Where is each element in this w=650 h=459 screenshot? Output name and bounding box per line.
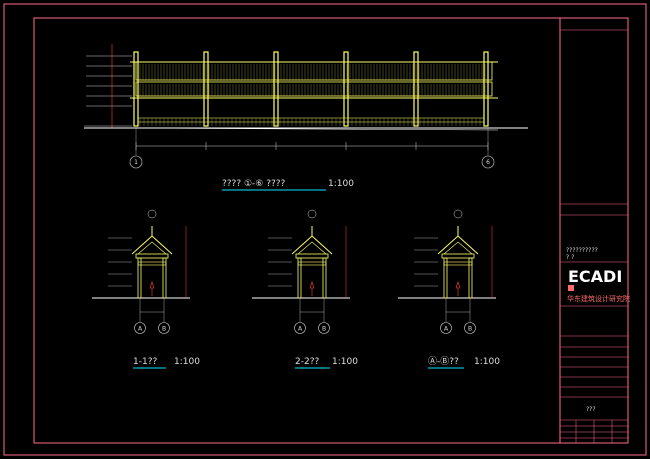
section-3-scale: 1:100 bbox=[474, 357, 500, 367]
section-2-axis-label-1: A bbox=[298, 326, 303, 333]
section-3-axis-label-1: A bbox=[444, 326, 449, 333]
section-1-scale: 1:100 bbox=[174, 357, 200, 367]
drawing-frame bbox=[33, 17, 629, 444]
section-2-axis-bubble-2 bbox=[318, 322, 330, 334]
axis-bubble-1 bbox=[129, 155, 143, 169]
sheet-name: ??? bbox=[586, 406, 596, 413]
section-1-title: 1-1?? bbox=[133, 357, 157, 367]
approval-stamp-sub: ? ? bbox=[566, 254, 574, 261]
section-1-axis-bubble-1 bbox=[134, 322, 146, 334]
section-2-scale: 1:100 bbox=[332, 357, 358, 367]
outer-frame bbox=[3, 3, 647, 456]
section-2-axis-bubble-1 bbox=[294, 322, 306, 334]
axis-bubble-6 bbox=[481, 155, 495, 169]
section-3-axis-bubble-1 bbox=[440, 322, 452, 334]
section-2-title: 2-2?? bbox=[295, 357, 319, 367]
section-1-axis-label-1: A bbox=[138, 326, 143, 333]
company-name-cn: 华东建筑设计研究院 bbox=[567, 294, 630, 303]
main-elevation-scale: 1:100 bbox=[328, 179, 354, 189]
section-3-axis-bubble-2 bbox=[464, 322, 476, 334]
section-2-axis-label-2: B bbox=[322, 326, 326, 333]
axis-label-6: 6 bbox=[486, 159, 490, 166]
section-1-axis-label-2: B bbox=[162, 326, 166, 333]
section-1-axis-bubble-2 bbox=[158, 322, 170, 334]
ecadi-logo: ECADI bbox=[568, 267, 622, 286]
title-block: ?????????? ? ? ECADI 华东建筑设计研究院 ??? bbox=[560, 29, 630, 443]
section-3-axis-label-2: B bbox=[468, 326, 472, 333]
axis-label-1: 1 bbox=[134, 159, 138, 166]
section-3-title: Ⓐ-Ⓑ?? bbox=[428, 356, 459, 367]
main-elevation-title: ???? ①-⑥ ???? bbox=[222, 179, 286, 189]
main-elevation: 1 6 ???? ①-⑥ ???? 1:100 bbox=[84, 44, 528, 191]
approval-stamp-text: ?????????? bbox=[566, 247, 598, 254]
